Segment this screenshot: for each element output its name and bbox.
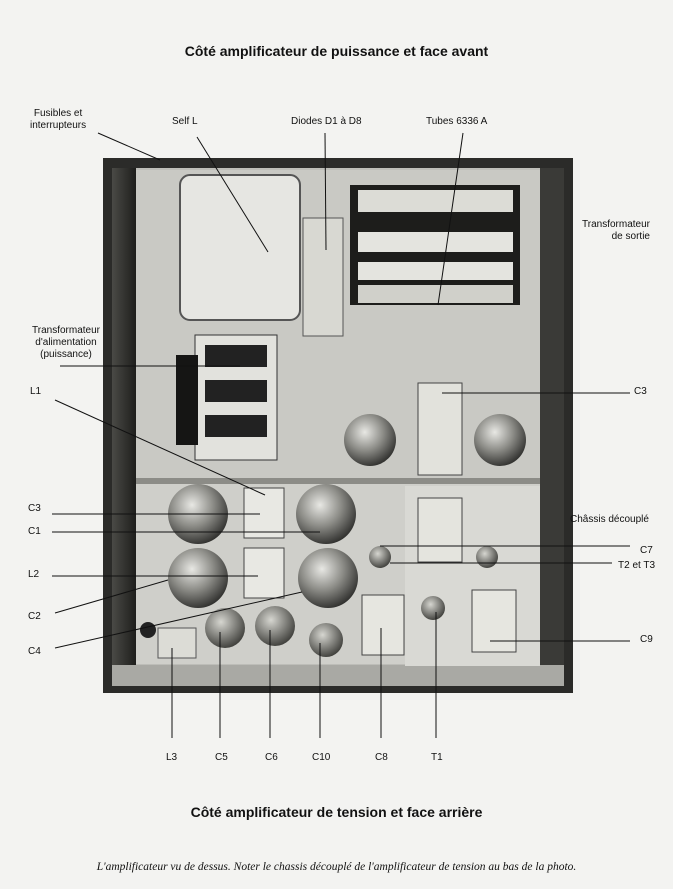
label-c5: C5 bbox=[215, 752, 228, 763]
self-l-box bbox=[179, 174, 301, 321]
label-transfo-alim: Transformateur d'alimentation (puissance… bbox=[32, 325, 100, 361]
power-tube-right bbox=[474, 414, 526, 466]
label-l2: L2 bbox=[28, 569, 40, 580]
label-c4: C4 bbox=[28, 646, 41, 657]
label-c2: C2 bbox=[28, 611, 41, 622]
label-transfo-sortie: Transformateur de sortie bbox=[582, 219, 650, 242]
label-tubes: Tubes 6336 A bbox=[426, 116, 488, 127]
label-c10: C10 bbox=[312, 752, 331, 763]
label-c3-left: C3 bbox=[28, 503, 41, 514]
power-tube-left bbox=[344, 414, 396, 466]
label-c1: C1 bbox=[28, 526, 41, 537]
label-self-l: Self L bbox=[172, 116, 198, 127]
label-c8: C8 bbox=[375, 752, 388, 763]
caption: L'amplificateur vu de dessus. Noter le c… bbox=[96, 861, 577, 873]
label-fusibles: Fusibles et interrupteurs bbox=[30, 108, 87, 131]
label-c7: C7 bbox=[640, 545, 653, 556]
label-l3: L3 bbox=[166, 752, 178, 763]
label-diodes: Diodes D1 à D8 bbox=[291, 116, 362, 127]
label-t1: T1 bbox=[431, 752, 443, 763]
top-title: Côté amplificateur de puissance et face … bbox=[184, 43, 489, 59]
label-c9: C9 bbox=[640, 634, 653, 645]
label-c6: C6 bbox=[265, 752, 278, 763]
label-chassis: Châssis découplé bbox=[570, 514, 649, 525]
label-c3-right: C3 bbox=[634, 386, 647, 397]
label-l1: L1 bbox=[30, 386, 42, 397]
bottom-title: Côté amplificateur de tension et face ar… bbox=[190, 804, 483, 820]
label-t2t3: T2 et T3 bbox=[618, 560, 656, 571]
